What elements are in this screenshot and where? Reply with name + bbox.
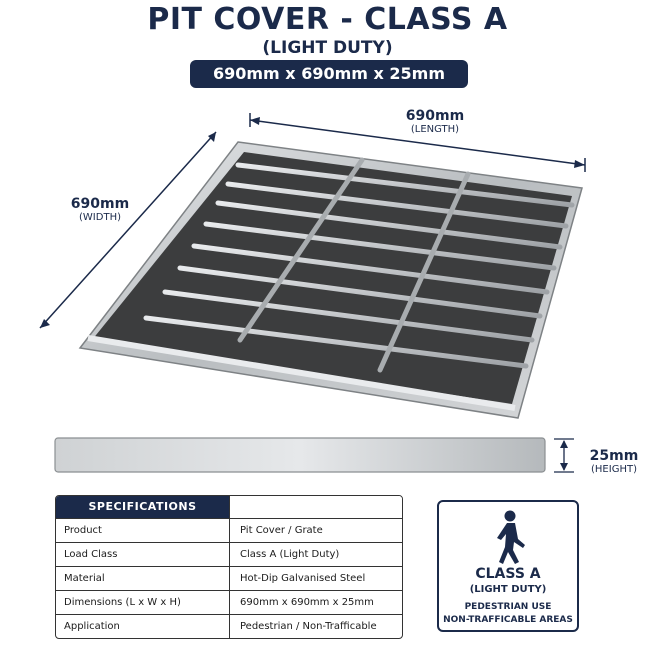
width-caption: (WIDTH) <box>79 212 121 223</box>
class-badge: CLASS A (LIGHT DUTY) PEDESTRIAN USE NON-… <box>437 500 579 632</box>
width-label: 690mm (WIDTH) <box>60 196 140 223</box>
length-arrow <box>249 113 586 172</box>
grate-bars <box>143 162 575 369</box>
spec-value: Pedestrian / Non-Trafficable Areas <box>229 615 402 638</box>
length-label: 690mm (LENGTH) <box>395 108 475 135</box>
badge-use-line2: NON-TRAFFICABLE AREAS <box>443 615 573 625</box>
specifications-table: SPECIFICATIONS Product Pit Cover / Grate… <box>55 495 403 639</box>
height-arrow <box>554 438 574 473</box>
table-row: Dimensions (L x W x H) 690mm x 690mm x 2… <box>56 590 402 614</box>
table-row: Application Pedestrian / Non-Trafficable… <box>56 614 402 638</box>
dimensions-pill: 690mm x 690mm x 25mm <box>190 60 468 88</box>
badge-class-label: CLASS A <box>475 566 541 582</box>
width-arrow <box>39 131 217 329</box>
spec-value: Hot-Dip Galvanised Steel <box>229 567 402 590</box>
pedestrian-icon <box>497 510 525 564</box>
table-row: Material Hot-Dip Galvanised Steel <box>56 566 402 590</box>
table-row: Load Class Class A (Light Duty) <box>56 542 402 566</box>
length-caption: (LENGTH) <box>410 124 460 135</box>
page-title: PIT COVER - CLASS A <box>147 2 508 37</box>
spec-value: 690mm x 690mm x 25mm <box>229 591 402 614</box>
width-value: 690mm <box>70 196 130 212</box>
spec-key: Material <box>64 573 105 584</box>
spec-key: Dimensions (L x W x H) <box>64 597 181 608</box>
specifications-header: SPECIFICATIONS <box>56 496 402 518</box>
spec-key: Application <box>64 621 120 632</box>
badge-duty-label: (LIGHT DUTY) <box>469 584 547 595</box>
spec-value: Class A (Light Duty) <box>229 543 402 566</box>
specifications-header-blank <box>229 496 402 518</box>
page-subtitle: (LIGHT DUTY) <box>262 38 393 58</box>
height-label: 25mm (HEIGHT) <box>578 448 650 475</box>
badge-use-line1: PEDESTRIAN USE <box>464 602 552 612</box>
grate-front-rim <box>87 335 516 411</box>
grate-dividers <box>237 157 471 373</box>
spec-value: Pit Cover / Grate <box>229 519 402 542</box>
spec-key: Product <box>64 525 102 536</box>
length-value: 690mm <box>405 108 465 124</box>
height-caption: (HEIGHT) <box>591 464 637 475</box>
grate-side-profile <box>54 437 546 473</box>
height-value: 25mm <box>589 448 639 464</box>
table-row: Product Pit Cover / Grate <box>56 518 402 542</box>
specifications-heading: SPECIFICATIONS <box>56 496 229 518</box>
spec-key: Load Class <box>64 549 118 560</box>
